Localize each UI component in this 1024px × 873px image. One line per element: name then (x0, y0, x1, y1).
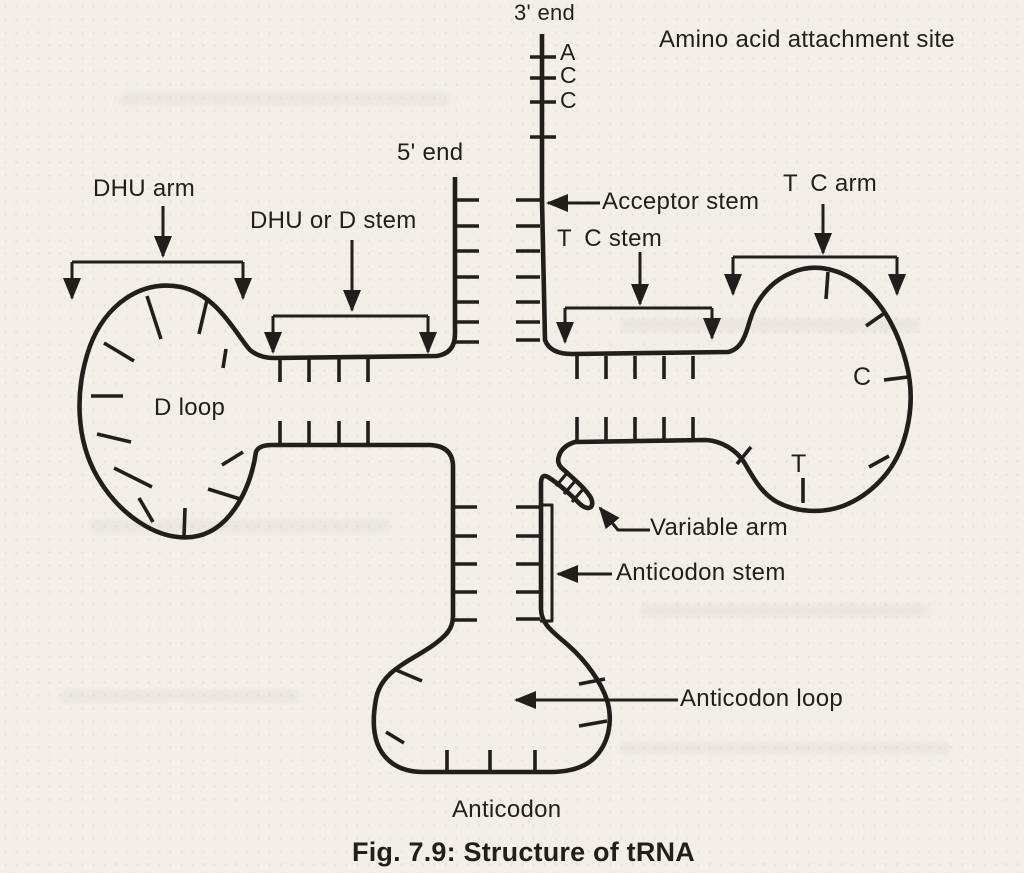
dhu-arm-label: DHU arm (93, 175, 196, 202)
anticodon-stem-bracket (540, 503, 554, 623)
t-psi-c-arm-bracket (724, 204, 906, 296)
d-stem-ticks (278, 358, 370, 445)
residue-c1-label: C (560, 62, 577, 88)
trna-backbone (77, 34, 913, 775)
t-psi-c-loop-t-label: T (791, 450, 807, 478)
dhu-arm-bracket (63, 206, 252, 300)
anticodon-stem-ticks (453, 505, 540, 622)
acceptor-stem-ticks (455, 198, 540, 344)
anticodon-label: Anticodon (452, 796, 562, 823)
residue-a-label: A (560, 39, 576, 65)
bleed-through-artifact (640, 604, 930, 617)
anticodon-loop-ticks (385, 668, 608, 772)
anticodon-stem-label: Anticodon stem (616, 559, 786, 586)
dhu-or-d-stem-label: DHU or D stem (250, 207, 417, 234)
t-psi-c-loop-ticks (735, 271, 909, 503)
bleed-through-artifact (90, 520, 390, 533)
residue-c2-label: C (560, 87, 577, 113)
figure-caption: Fig. 7.9: Structure of tRNA (352, 837, 695, 867)
bleed-through-artifact (120, 92, 450, 106)
d-loop-ticks (91, 295, 244, 538)
t-psi-c-stem-bracket (556, 252, 721, 344)
variable-arm-arrow (598, 506, 650, 532)
amino-acid-attachment-site-label: Amino acid attachment site (659, 26, 955, 53)
anticodon-loop-label: Anticodon loop (680, 685, 843, 712)
t-psi-c-arm-label: T C arm (783, 170, 878, 197)
variable-arm-label: Variable arm (650, 514, 788, 541)
three-prime-end-label: 3' end (514, 0, 576, 25)
acceptor-end-ticks (530, 55, 556, 139)
bleed-through-artifact (620, 318, 920, 332)
variable-arm-hatches (554, 470, 586, 504)
bleed-through-artifact (60, 690, 300, 702)
five-prime-end-label: 5' end (397, 139, 464, 166)
bleed-through-artifact (620, 742, 950, 755)
d-loop-label: D loop (154, 394, 226, 421)
acceptor-stem-label: Acceptor stem (602, 188, 760, 215)
t-psi-c-stem-ticks (575, 356, 695, 440)
t-psi-c-stem-label: T C stem (557, 225, 663, 252)
t-psi-c-loop-c-label: C (853, 363, 872, 391)
d-stem-bracket (264, 240, 437, 354)
